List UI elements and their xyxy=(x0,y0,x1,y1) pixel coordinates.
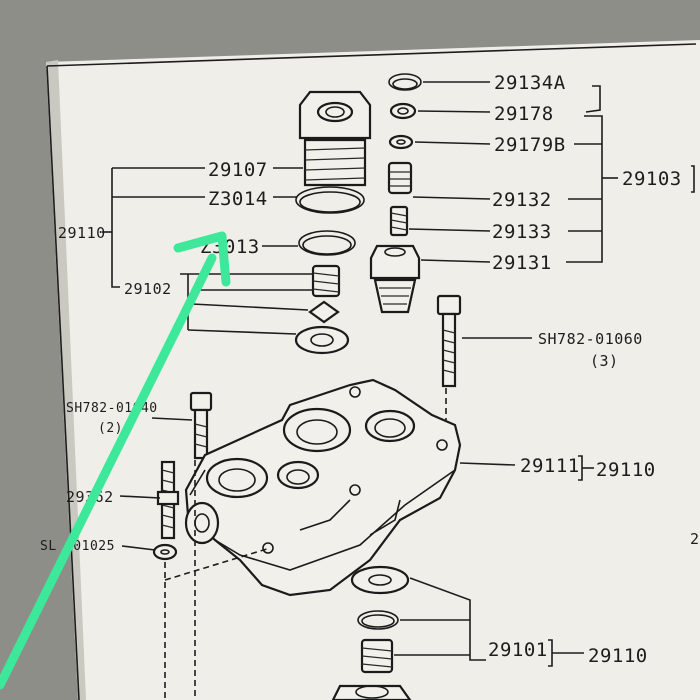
part-cap-bottom xyxy=(331,684,412,700)
part-washer-29101 xyxy=(350,565,410,595)
leader-lines xyxy=(102,81,618,700)
part-bolt-SH782-01040 xyxy=(189,391,213,460)
label-29110-bottom: 29110 xyxy=(588,645,648,667)
label-29102: 29102 xyxy=(124,280,172,298)
label-29110-right: 29110 xyxy=(596,459,656,481)
part-stud-29362 xyxy=(156,460,180,540)
label-29111: 29111 xyxy=(520,455,580,477)
label-29110-left: 29110 xyxy=(58,224,106,242)
label-29133: 29133 xyxy=(492,221,552,243)
part-oring-29101 xyxy=(357,610,399,630)
part-manifold-29111 xyxy=(184,378,462,597)
part-valve-29102 xyxy=(308,300,340,324)
label-29103: 29103 xyxy=(622,168,682,190)
part-spring-29102 xyxy=(311,264,341,298)
part-washer-29178 xyxy=(389,102,417,120)
part-piston-29132 xyxy=(387,161,413,195)
green-pointer-arrow-icon xyxy=(0,231,231,690)
edge-label-2: 2 xyxy=(690,530,700,548)
part-washer-SL-01025 xyxy=(152,543,178,561)
page-border xyxy=(46,43,697,67)
label-29107: 29107 xyxy=(208,159,268,181)
part-washer-29102 xyxy=(294,325,350,355)
part-spring-29101 xyxy=(360,638,394,674)
part-snap-ring-top xyxy=(388,73,422,91)
label-Z3014: Z3014 xyxy=(208,188,268,210)
part-oring-Z3013 xyxy=(298,230,356,256)
part-valve-seat-29131 xyxy=(369,244,421,314)
label-SL-01025: SL -01025 xyxy=(40,539,115,554)
label-29134A: 29134A xyxy=(494,72,566,94)
part-plug-29107 xyxy=(298,90,372,187)
label-29132: 29132 xyxy=(492,189,552,211)
label-qty-01040: (2) xyxy=(98,421,123,436)
label-29179B: 29179B xyxy=(494,134,566,156)
label-29178: 29178 xyxy=(494,103,554,125)
label-29103-bracket xyxy=(691,165,695,193)
label-SH782-01060: SH782-01060 xyxy=(538,330,643,348)
label-29101: 29101 xyxy=(488,639,548,661)
part-oring-Z3014 xyxy=(295,186,365,214)
label-29131: 29131 xyxy=(492,252,552,274)
part-bolt-SH782-01060 xyxy=(436,294,462,388)
part-spring-29133 xyxy=(389,205,409,237)
part-seal-29179B xyxy=(388,134,414,150)
page-border-left xyxy=(46,65,80,700)
label-qty-01060: (3) xyxy=(590,352,619,370)
